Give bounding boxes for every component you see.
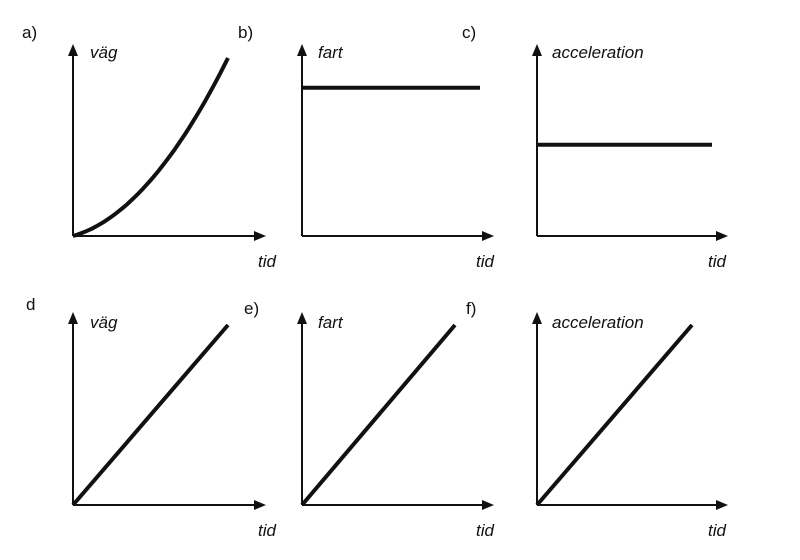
y-axis-label: acceleration bbox=[552, 313, 644, 332]
graph-panel-3: d väg tid bbox=[26, 295, 277, 540]
y-axis-label: fart bbox=[318, 43, 344, 62]
x-axis-label: tid bbox=[476, 252, 495, 271]
panel-label: e) bbox=[244, 299, 259, 318]
linear-curve bbox=[300, 323, 457, 507]
panel-label: f) bbox=[466, 299, 476, 318]
graph-panel-2: c) acceleration tid bbox=[462, 23, 728, 271]
y-axis-arrow-icon bbox=[297, 312, 307, 324]
panel-label: b) bbox=[238, 23, 253, 42]
x-axis-label: tid bbox=[708, 521, 727, 540]
linear-curve bbox=[71, 323, 230, 507]
y-axis-arrow-icon bbox=[297, 44, 307, 56]
y-axis-arrow-icon bbox=[68, 312, 78, 324]
y-axis-label: fart bbox=[318, 313, 344, 332]
x-axis-label: tid bbox=[708, 252, 727, 271]
x-axis-arrow-icon bbox=[716, 500, 728, 510]
x-axis-arrow-icon bbox=[716, 231, 728, 241]
x-axis-label: tid bbox=[476, 521, 495, 540]
x-axis-arrow-icon bbox=[482, 500, 494, 510]
y-axis-label: acceleration bbox=[552, 43, 644, 62]
y-axis-label: väg bbox=[90, 43, 118, 62]
panel-label: d bbox=[26, 295, 35, 314]
x-axis-arrow-icon bbox=[254, 231, 266, 241]
y-axis-arrow-icon bbox=[532, 44, 542, 56]
quadratic-curve bbox=[72, 57, 230, 238]
graph-panel-1: b) fart tid bbox=[238, 23, 495, 271]
linear-curve bbox=[535, 323, 694, 507]
graph-panel-0: a) väg tid bbox=[22, 23, 277, 271]
x-axis-label: tid bbox=[258, 252, 277, 271]
y-axis-arrow-icon bbox=[532, 312, 542, 324]
graph-panel-4: e) fart tid bbox=[244, 299, 495, 540]
x-axis-arrow-icon bbox=[482, 231, 494, 241]
x-axis-label: tid bbox=[258, 521, 277, 540]
panel-label: a) bbox=[22, 23, 37, 42]
graph-panel-5: f) acceleration tid bbox=[466, 299, 728, 540]
y-axis-label: väg bbox=[90, 313, 118, 332]
y-axis-arrow-icon bbox=[68, 44, 78, 56]
x-axis-arrow-icon bbox=[254, 500, 266, 510]
panel-label: c) bbox=[462, 23, 476, 42]
